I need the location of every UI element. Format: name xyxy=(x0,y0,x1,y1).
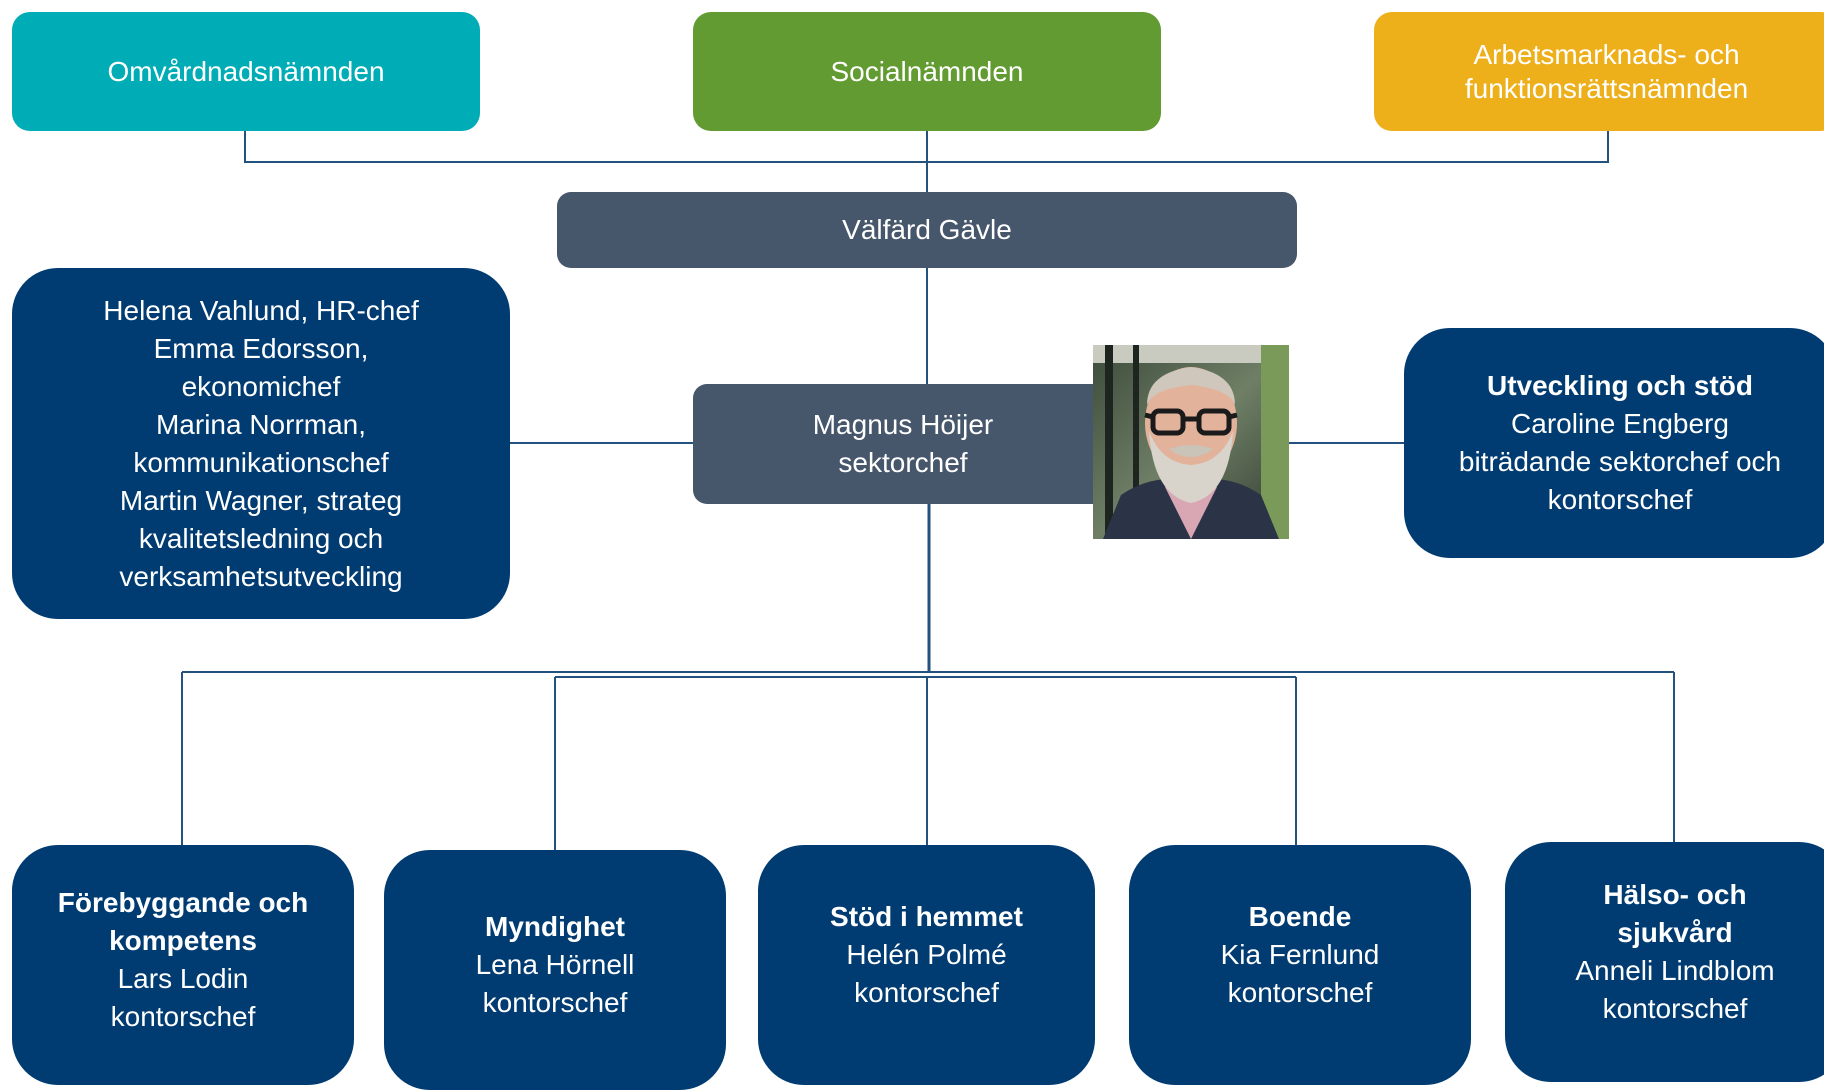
development-role: biträdande sektorchef och kontorschef xyxy=(1458,446,1782,515)
person-portrait-icon xyxy=(1093,345,1289,539)
staff-line: verksamhetsutveckling xyxy=(119,560,403,592)
office-title: Boende xyxy=(1248,901,1352,932)
office-name: Lena Hörnell xyxy=(475,949,635,980)
staff-line: ekonomichef xyxy=(181,370,341,402)
development-box: Utveckling och stöd Caroline Engberg bit… xyxy=(1404,328,1824,558)
office-halso-och-sjukvard: Hälso- och sjukvård Anneli Lindblom kont… xyxy=(1505,842,1824,1082)
development-title: Utveckling och stöd xyxy=(1486,370,1754,401)
office-role: kontorschef xyxy=(854,977,999,1008)
office-name: Helén Polmé xyxy=(846,939,1007,970)
sector-box: Välfärd Gävle xyxy=(557,192,1297,268)
office-title: Myndighet xyxy=(485,911,625,942)
staff-line: kommunikationschef xyxy=(133,446,389,478)
board-label: Socialnämnden xyxy=(830,55,1024,87)
office-role: kontorschef xyxy=(110,1001,256,1032)
office-title: Stöd i hemmet xyxy=(830,901,1023,932)
staff-line: Helena Vahlund, HR-chef xyxy=(103,294,419,326)
office-role: kontorschef xyxy=(1602,993,1748,1024)
board-arbetsmarknad: Arbetsmarknads- och funktionsrättsnämnde… xyxy=(1374,12,1824,131)
office-title: Förebyggande och kompetens xyxy=(57,887,309,956)
office-title: Hälso- och sjukvård xyxy=(1603,879,1747,948)
office-name: Lars Lodin xyxy=(117,963,249,994)
chief-name: Magnus Höijer xyxy=(812,409,994,440)
staff-line: Marina Norrman, xyxy=(155,408,367,440)
board-label: Arbetsmarknads- och funktionsrättsnämnde… xyxy=(1464,38,1749,104)
chief-box: Magnus Höijer sektorchef xyxy=(693,384,1113,504)
staff-box: Helena Vahlund, HR-chef Emma Edorsson, e… xyxy=(12,268,510,619)
sector-label: Välfärd Gävle xyxy=(842,214,1012,245)
chief-photo xyxy=(1093,345,1289,539)
development-name: Caroline Engberg xyxy=(1511,408,1729,439)
office-stod-i-hemmet: Stöd i hemmet Helén Polmé kontorschef xyxy=(758,845,1095,1085)
staff-line: kvalitetsledning och xyxy=(138,522,384,554)
office-myndighet: Myndighet Lena Hörnell kontorschef xyxy=(384,850,726,1090)
board-label: Omvårdnadsnämnden xyxy=(107,55,385,87)
office-role: kontorschef xyxy=(482,987,628,1018)
office-role: kontorschef xyxy=(1227,977,1373,1008)
board-socialnamnden: Socialnämnden xyxy=(693,12,1161,131)
office-name: Anneli Lindblom xyxy=(1575,955,1775,986)
chief-role: sektorchef xyxy=(838,447,968,478)
office-boende: Boende Kia Fernlund kontorschef xyxy=(1129,845,1471,1085)
office-name: Kia Fernlund xyxy=(1220,939,1380,970)
staff-line: Martin Wagner, strateg xyxy=(119,484,403,516)
office-forebyggande: Förebyggande och kompetens Lars Lodin ko… xyxy=(12,845,354,1085)
staff-line: Emma Edorsson, xyxy=(153,332,369,364)
board-omvardnadsnamnden: Omvårdnadsnämnden xyxy=(12,12,480,131)
